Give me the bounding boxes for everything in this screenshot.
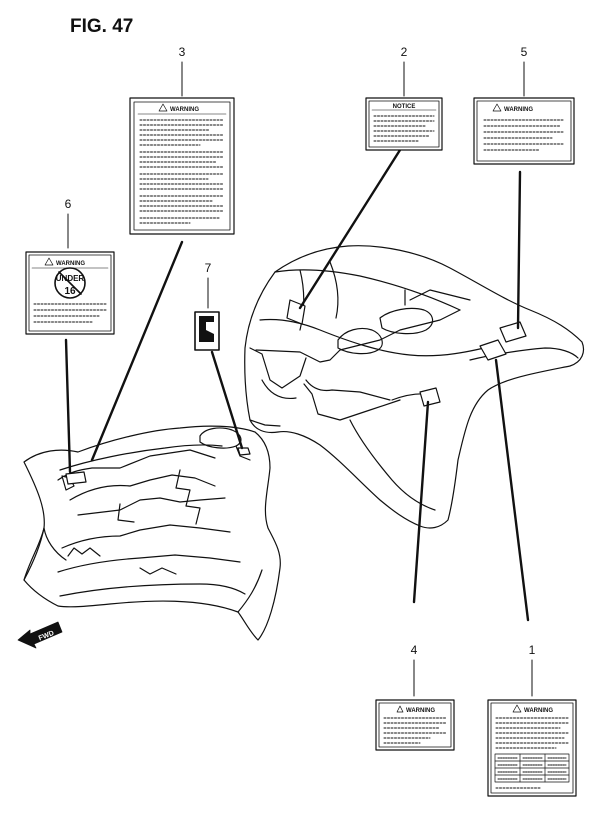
front-fender	[23, 425, 281, 641]
leader-line-1	[494, 358, 530, 622]
warning-label-1-text	[495, 717, 569, 749]
forward-arrow-icon	[17, 621, 63, 649]
warning-label-3: WARNING	[129, 97, 235, 235]
part-number-4: 4	[411, 643, 418, 657]
notice-label-2-header: NOTICE	[393, 104, 416, 110]
no-under-16-icon	[54, 267, 86, 299]
notice-label-2-text	[373, 115, 435, 142]
warning-label-6-text	[33, 303, 107, 323]
figure-title: FIG. 47	[70, 16, 133, 37]
warning-label-5-header: WARNING	[504, 107, 533, 113]
age-number: 16	[64, 286, 76, 297]
rider-pictogram-icon	[199, 316, 214, 342]
warning-triangle-icon	[492, 103, 502, 112]
warning-triangle-icon	[158, 103, 168, 112]
part-number-6: 6	[65, 197, 72, 211]
warning-label-3-text	[139, 119, 225, 224]
part-number-7: 7	[205, 261, 212, 275]
warning-triangle-icon	[396, 705, 404, 713]
warning-label-5-text	[483, 119, 565, 151]
under-age-text: UNDER	[56, 274, 85, 283]
caution-label-7	[194, 311, 220, 351]
warning-label-4-text	[383, 717, 447, 744]
leader-line-2	[298, 148, 402, 310]
warning-label-1-header: WARNING	[524, 708, 553, 714]
part-number-1: 1	[529, 643, 536, 657]
warning-label-1: WARNING	[487, 699, 577, 797]
warning-label-1-table	[494, 753, 570, 789]
rear-fender	[244, 245, 585, 529]
warning-triangle-icon	[44, 257, 54, 266]
warning-label-6: WARNING UNDER 16	[25, 251, 115, 335]
forward-direction-arrow: FWD	[17, 621, 63, 649]
warning-label-6-header: WARNING	[56, 261, 85, 267]
leader-lines	[64, 148, 530, 622]
part-number-5: 5	[521, 45, 528, 59]
leader-line-4	[412, 400, 430, 604]
leader-line-5	[516, 170, 522, 330]
warning-label-3-header: WARNING	[170, 107, 199, 113]
warning-label-5: WARNING	[473, 97, 575, 165]
leader-line-6	[64, 338, 72, 474]
notice-label-2: NOTICE	[365, 97, 443, 151]
leader-line-7	[210, 350, 244, 450]
warning-triangle-icon	[512, 704, 522, 713]
part-number-2: 2	[401, 45, 408, 59]
warning-label-4: WARNING	[375, 699, 455, 751]
part-number-3: 3	[179, 45, 186, 59]
leader-line-3	[90, 240, 184, 462]
warning-label-4-header: WARNING	[406, 708, 435, 714]
